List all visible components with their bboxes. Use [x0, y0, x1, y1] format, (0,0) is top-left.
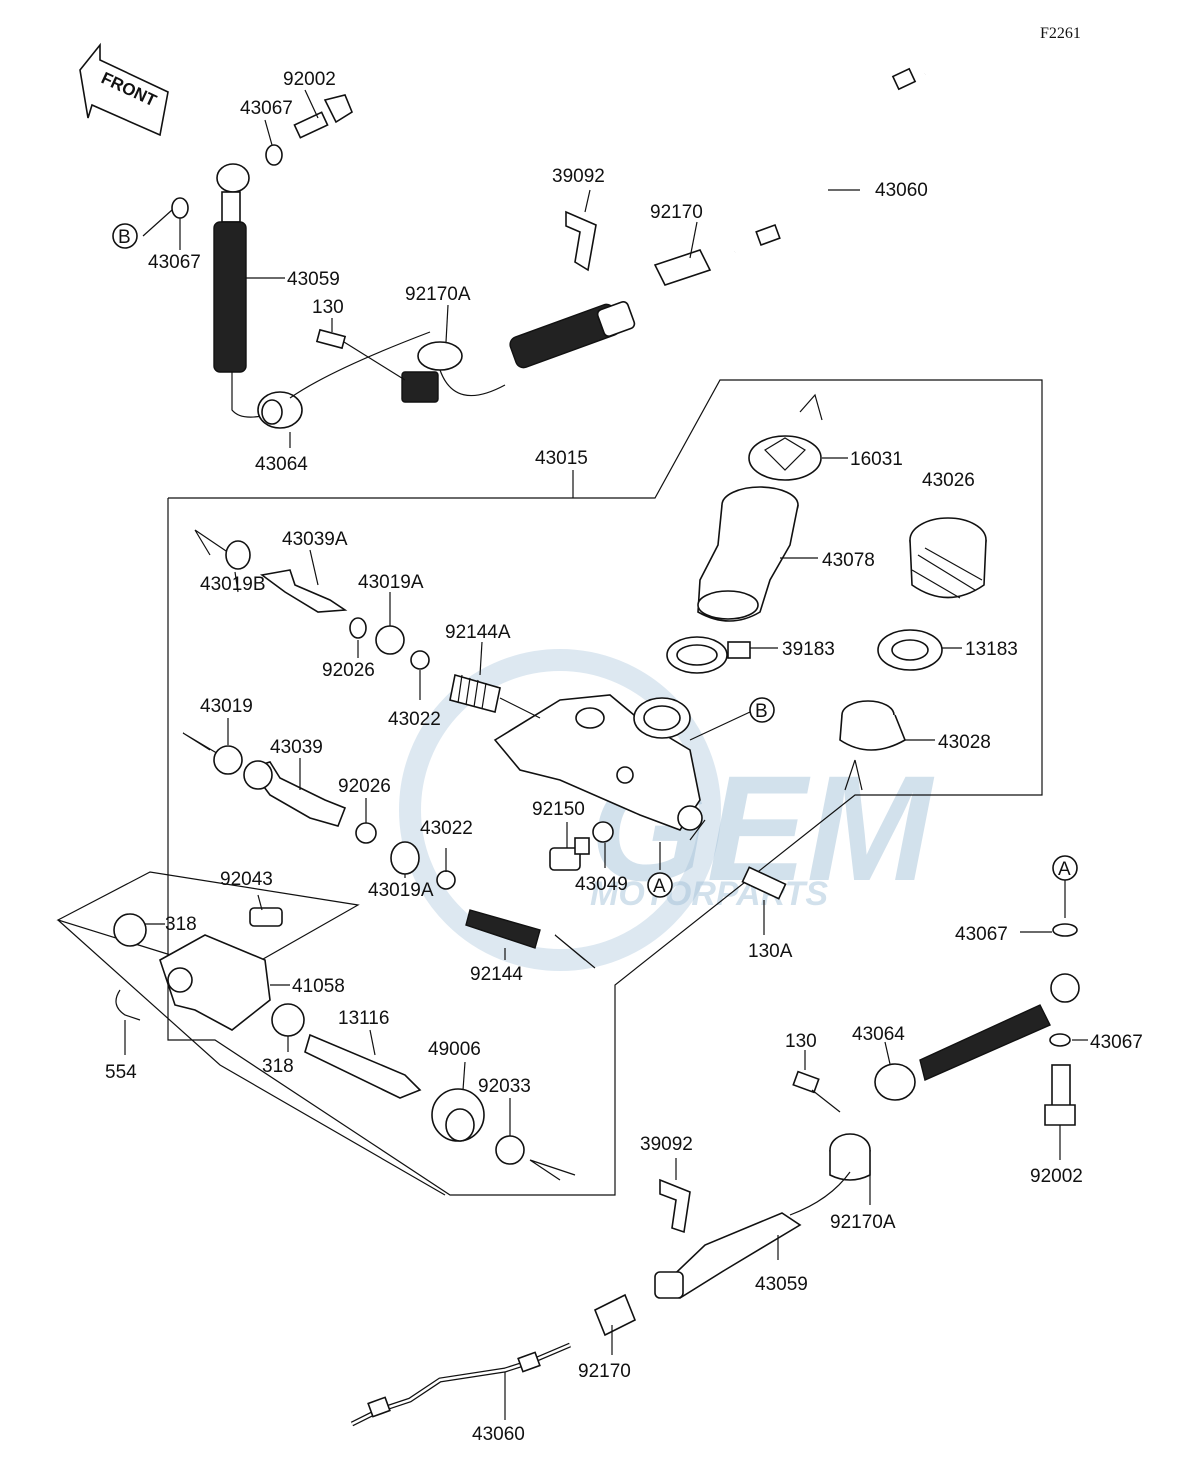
part-label-39092-top: 39092	[552, 166, 605, 187]
part-label-43067-r2: 43067	[1090, 1032, 1143, 1053]
part-label-130a: 130A	[748, 941, 793, 962]
callout-a-mid: A	[647, 872, 673, 898]
watermark-subtitle: MOTORPARTS	[590, 875, 828, 913]
part-label-43067-left: 43067	[148, 252, 201, 273]
callout-b-mid-letter: B	[755, 701, 768, 722]
part-label-130-top: 130	[312, 297, 344, 318]
part-label-43067-r1: 43067	[955, 924, 1008, 945]
part-label-43015: 43015	[535, 448, 588, 469]
part-label-92043: 92043	[220, 869, 273, 890]
front-arrow-icon: FRONT	[79, 42, 169, 137]
part-label-43039a: 43039A	[282, 529, 348, 550]
part-label-16031: 16031	[850, 449, 903, 470]
part-label-92170a-top: 92170A	[405, 284, 471, 305]
part-label-92033: 92033	[478, 1076, 531, 1097]
part-label-43049: 43049	[575, 874, 628, 895]
part-label-92002-bot: 92002	[1030, 1166, 1083, 1187]
part-label-43022-1: 43022	[388, 709, 441, 730]
part-label-92026-1: 92026	[322, 660, 375, 681]
part-label-13116: 13116	[338, 1008, 389, 1029]
part-label-43078: 43078	[822, 550, 875, 571]
part-label-43026: 43026	[922, 470, 975, 491]
part-labels: 92002 43067 43067 43059 130 92170A 43064…	[105, 69, 1143, 1445]
leader-lines	[124, 89, 1088, 1420]
part-label-43019: 43019	[200, 696, 253, 717]
lower-hose-assembly	[350, 923, 1080, 1427]
part-label-43022-2: 43022	[420, 818, 473, 839]
part-label-43060-bot: 43060	[472, 1424, 525, 1445]
callout-a-right-letter: A	[1058, 859, 1071, 880]
upper-hose-assembly	[171, 67, 926, 429]
part-label-92170a-bot: 92170A	[830, 1212, 896, 1233]
callout-a-mid-letter: A	[653, 876, 666, 897]
part-label-92026-2: 92026	[338, 776, 391, 797]
part-label-43028: 43028	[938, 732, 991, 753]
figure-id: F2261	[1040, 25, 1081, 42]
callout-a-right: A	[1052, 855, 1078, 881]
part-label-554: 554	[105, 1062, 137, 1083]
part-label-92150: 92150	[532, 799, 585, 820]
part-label-92002-top: 92002	[283, 69, 336, 90]
part-label-92144: 92144	[470, 964, 523, 985]
part-label-39183: 39183	[782, 639, 835, 660]
part-label-130-bot: 130	[785, 1031, 817, 1052]
part-label-43064-top: 43064	[255, 454, 308, 475]
part-label-92144a: 92144A	[445, 622, 511, 643]
part-label-318-1: 318	[165, 914, 197, 935]
part-label-43019a-2: 43019A	[368, 880, 434, 901]
assembly-outline	[167, 379, 1043, 1196]
part-label-43067-top: 43067	[240, 98, 293, 119]
part-label-13183: 13183	[965, 639, 1018, 660]
part-label-43059-bot: 43059	[755, 1274, 808, 1295]
callout-b-top-letter: B	[118, 227, 131, 248]
part-label-43059-top: 43059	[287, 269, 340, 290]
part-label-43039: 43039	[270, 737, 323, 758]
part-label-49006: 49006	[428, 1039, 481, 1060]
callout-b-top: B	[112, 223, 138, 249]
callout-b-mid: B	[749, 697, 775, 723]
part-label-43060-top: 43060	[875, 180, 928, 201]
part-label-43019a-1: 43019A	[358, 572, 424, 593]
master-cylinder-parts	[56, 393, 987, 1196]
part-label-41058: 41058	[292, 976, 345, 997]
part-label-92170-top: 92170	[650, 202, 703, 223]
part-label-43019b: 43019B	[200, 574, 266, 595]
part-label-318-2: 318	[262, 1056, 294, 1077]
part-label-39092-bot: 39092	[640, 1134, 693, 1155]
part-label-43064-bot: 43064	[852, 1024, 905, 1045]
part-label-92170-bot: 92170	[578, 1361, 631, 1382]
